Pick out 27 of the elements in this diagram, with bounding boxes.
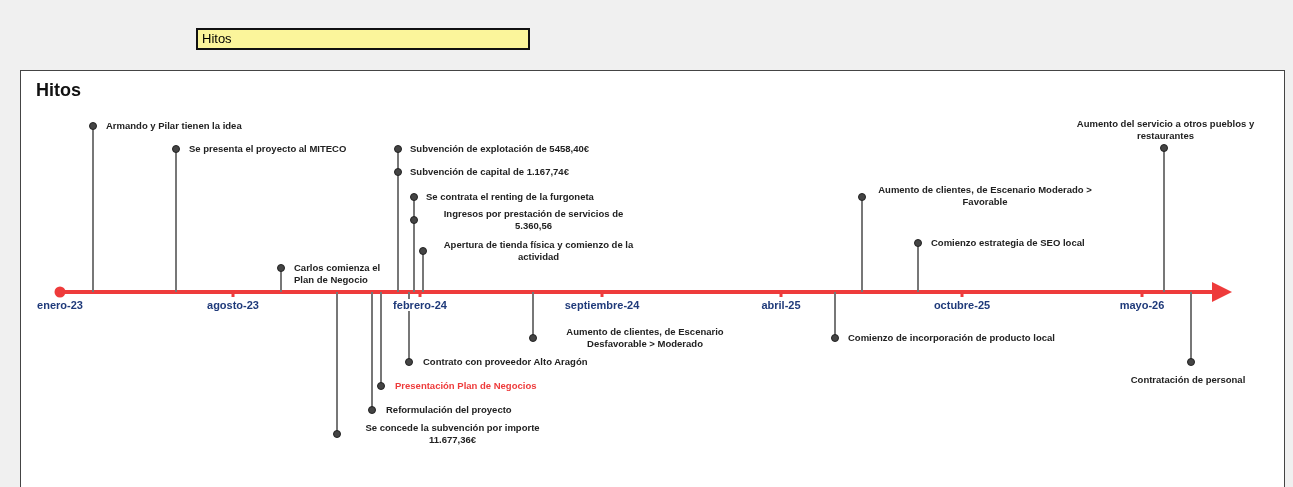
axis-label: agosto-23 [206,299,260,311]
axis-label: abril-25 [760,299,802,311]
chart-title: Hitos [36,80,81,101]
milestone-label: Aumento del servicio a otros pueblos y restaurantes [1075,118,1256,142]
axis-label: febrero-24 [392,299,448,311]
milestone-label: Aumento de clientes, de Escenario Desfavorable > Moderado [565,326,725,350]
axis-label: octubre-25 [932,299,992,311]
milestone-label: Contrato con proveedor Alto Aragón [423,356,588,368]
milestone-label: Presentación Plan de Negocios [395,380,537,392]
axis-label: mayo-26 [1118,299,1166,311]
milestone-label: Subvención de capital de 1.167,74€ [410,166,569,178]
milestone-label: Comienzo estrategia de SEO local [931,237,1085,249]
milestone-label: Armando y Pilar tienen la idea [106,120,242,132]
milestone-label: Carlos comienza el Plan de Negocio [294,262,382,286]
axis-label: enero-23 [36,299,84,311]
axis-label: septiembre-24 [563,299,641,311]
milestone-label: Comienzo de incorporación de producto local [848,332,1055,344]
milestone-label: Reformulación del proyecto [386,404,512,416]
milestone-label: Apertura de tienda física y comienzo de la actividad [442,239,635,263]
milestone-label: Ingresos por prestación de servicios de 5.360,56 [442,208,625,232]
title-box: Hitos [196,28,530,50]
milestone-label: Aumento de clientes, de Escenario Moderado > Favorable [877,184,1093,208]
milestone-label: Se contrata el renting de la furgoneta [426,191,594,203]
milestone-label: Se presenta el proyecto al MITECO [189,143,347,155]
milestone-label: Se concede la subvención por importe 11.677,36€ [364,422,541,446]
milestone-label: Subvención de explotación de 5458,40€ [410,143,589,155]
milestone-label: Contratación de personal [1129,374,1247,386]
